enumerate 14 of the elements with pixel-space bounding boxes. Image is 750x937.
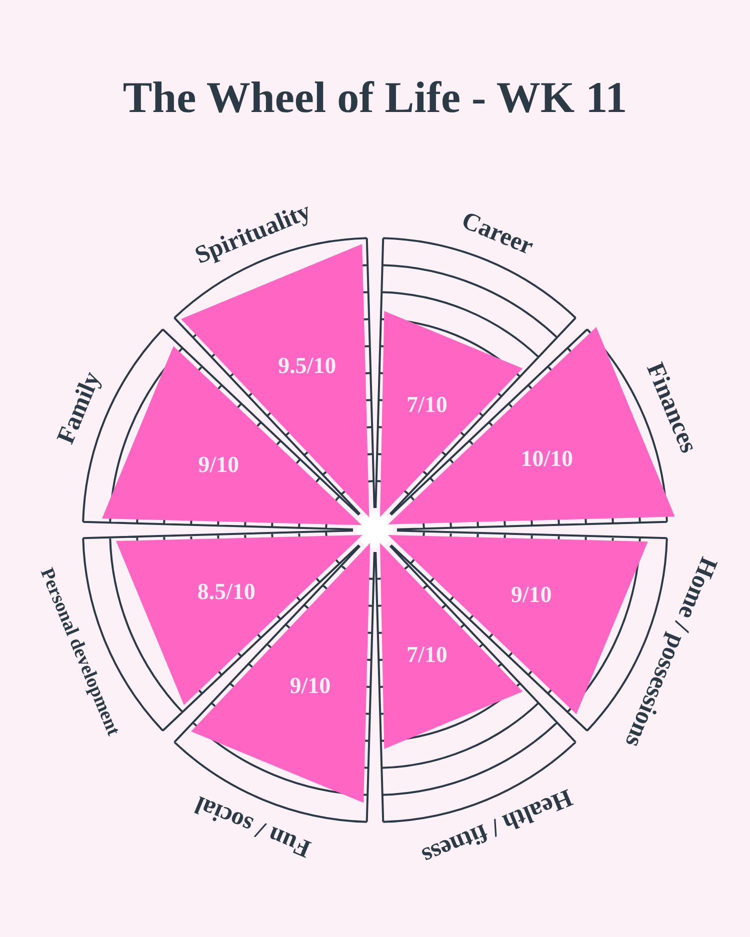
score-text: 7/10 xyxy=(406,392,448,418)
category-label: Fun / social xyxy=(190,789,314,862)
score-text: 9/10 xyxy=(198,452,240,478)
score-text: 9/10 xyxy=(510,582,552,608)
score-text: 10/10 xyxy=(520,446,574,472)
score-text: 7/10 xyxy=(406,642,448,668)
wheel-segment xyxy=(380,311,523,518)
category-label: Health / fitness xyxy=(418,782,576,870)
category-label: Career xyxy=(457,207,537,262)
title: The Wheel of Life - WK 11 xyxy=(122,72,628,123)
score-text: 8.5/10 xyxy=(197,578,256,605)
wheel-segment xyxy=(102,346,362,525)
score-text: 9.5/10 xyxy=(278,352,336,379)
score-text: 9/10 xyxy=(290,673,331,700)
